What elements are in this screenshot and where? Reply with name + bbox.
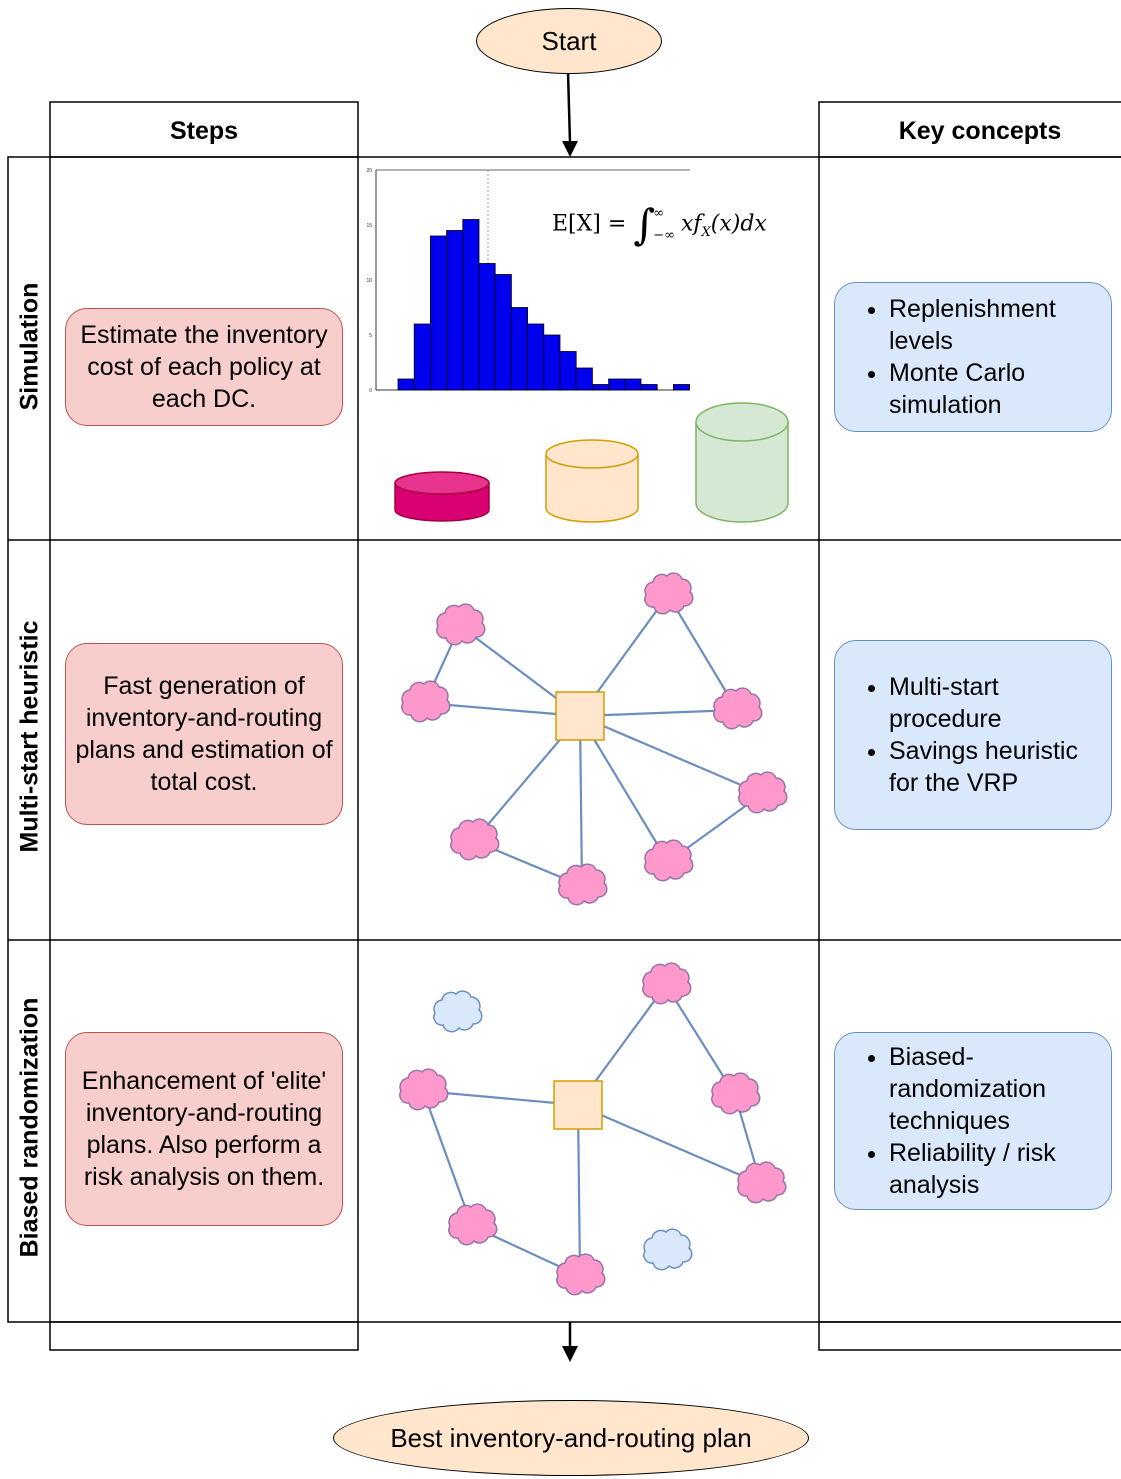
formula-lhs: E[X] =: [552, 211, 634, 237]
integral-sign: ∫: [633, 200, 656, 249]
formula-lower: −∞: [653, 227, 675, 243]
step-box-biased: Enhancement of 'elite' inventory-and-rou…: [65, 1032, 343, 1226]
route-edge: [422, 1089, 579, 1107]
concept-list: Multi-start procedure Savings heuristic …: [843, 671, 1101, 799]
histogram-bar: [510, 307, 528, 391]
arrow-start: [562, 71, 578, 157]
depot-node: [553, 1080, 603, 1130]
concept-box-multistart: Multi-start procedure Savings heuristic …: [834, 640, 1112, 830]
end-node: Best inventory-and-routing plan: [333, 1400, 809, 1476]
customer-node: [643, 1228, 693, 1271]
step-text: Enhancement of 'elite' inventory-and-rou…: [81, 1067, 327, 1191]
concept-item: Reliability / risk analysis: [889, 1137, 1101, 1201]
step-text: Estimate the inventory cost of each poli…: [80, 321, 328, 413]
customer-node: [644, 572, 694, 615]
customer-node: [558, 863, 608, 906]
histogram-bar: [640, 384, 658, 391]
step-box-simulation: Estimate the inventory cost of each poli…: [65, 308, 343, 426]
concept-box-biased: Biased-randomization techniques Reliabil…: [834, 1032, 1112, 1210]
customer-node: [399, 1068, 449, 1111]
cylinder-magenta: [394, 471, 490, 522]
customer-node: [711, 1072, 761, 1115]
concept-item: Replenishment levels: [889, 293, 1101, 357]
depot-node: [555, 691, 605, 741]
customer-node: [433, 990, 483, 1033]
histogram: 0 5 10 15 20: [366, 168, 691, 394]
customer-node: [737, 1161, 787, 1204]
row-label-biased: Biased randomization: [15, 997, 44, 1258]
end-label: Best inventory-and-routing plan: [390, 1422, 752, 1453]
formula-upper: ∞: [653, 205, 665, 221]
key-concepts-header: Key concepts: [898, 117, 1062, 145]
routing-network-1: [401, 572, 788, 906]
histogram-bar: [575, 367, 593, 391]
route-edge: [579, 708, 738, 718]
histogram-bar: [478, 263, 496, 391]
histogram-bar: [494, 274, 512, 391]
histogram-bar: [592, 384, 610, 391]
route-edge: [578, 715, 584, 887]
histogram-tick-label: 0: [369, 388, 372, 394]
formula-tail: (x)dx: [710, 211, 767, 237]
route-edge: [577, 1103, 762, 1186]
arrow-end: [562, 1322, 578, 1362]
histogram-bar: [673, 384, 691, 391]
customer-node: [401, 680, 451, 723]
route-edge: [576, 1104, 582, 1277]
route-edge: [424, 701, 581, 718]
cylinder-orange: [545, 439, 639, 523]
concept-box-simulation: Replenishment levels Monte Carlo simulat…: [834, 282, 1112, 432]
routing-network-2: [399, 962, 787, 1296]
row-label-multistart: Multi-start heuristic: [15, 620, 44, 853]
formula-sub: X: [701, 224, 711, 240]
histogram-tick-label: 20: [366, 168, 372, 174]
expectation-formula: E[X] = ∫ ∞ −∞ xfX(x)dx: [552, 200, 767, 249]
histogram-bar: [624, 378, 642, 391]
histogram-bar: [413, 323, 431, 391]
histogram-tick-label: 10: [366, 278, 372, 284]
customer-node: [713, 687, 763, 730]
cylinder-green: [695, 402, 789, 523]
histogram-bar: [559, 351, 577, 391]
histogram-bar: [543, 334, 561, 391]
customer-node: [448, 1203, 498, 1246]
histogram-bar: [608, 378, 626, 391]
histogram-bar: [397, 378, 415, 391]
histogram-tick-label: 5: [369, 333, 372, 339]
concept-item: Monte Carlo simulation: [889, 357, 1101, 421]
histogram-bar: [527, 323, 545, 391]
concept-list: Biased-randomization techniques Reliabil…: [843, 1041, 1101, 1201]
histogram-bar: [462, 219, 480, 391]
customer-node: [738, 771, 788, 814]
row-label-simulation: Simulation: [15, 282, 44, 411]
customer-node: [644, 839, 694, 882]
start-node: Start: [476, 8, 662, 74]
concept-item: Biased-randomization techniques: [889, 1041, 1101, 1137]
start-label: Start: [541, 25, 597, 56]
concept-list: Replenishment levels Monte Carlo simulat…: [843, 293, 1101, 421]
customer-node: [642, 962, 692, 1005]
histogram-tick-label: 15: [366, 223, 372, 229]
customer-node: [556, 1253, 606, 1296]
route-edge: [421, 1090, 474, 1227]
customer-node: [436, 603, 486, 646]
concept-item: Savings heuristic for the VRP: [889, 735, 1101, 799]
histogram-bar: [429, 235, 447, 391]
step-text: Fast generation of inventory-and-routing…: [75, 672, 333, 796]
route-edge: [579, 714, 763, 796]
histogram-bar: [446, 230, 464, 391]
formula-rhs: xf: [680, 211, 702, 237]
customer-node: [450, 818, 500, 861]
concept-item: Multi-start procedure: [889, 671, 1101, 735]
step-box-multistart: Fast generation of inventory-and-routing…: [65, 643, 343, 825]
table-grid: [7, 101, 1121, 1351]
steps-header: Steps: [169, 117, 239, 145]
